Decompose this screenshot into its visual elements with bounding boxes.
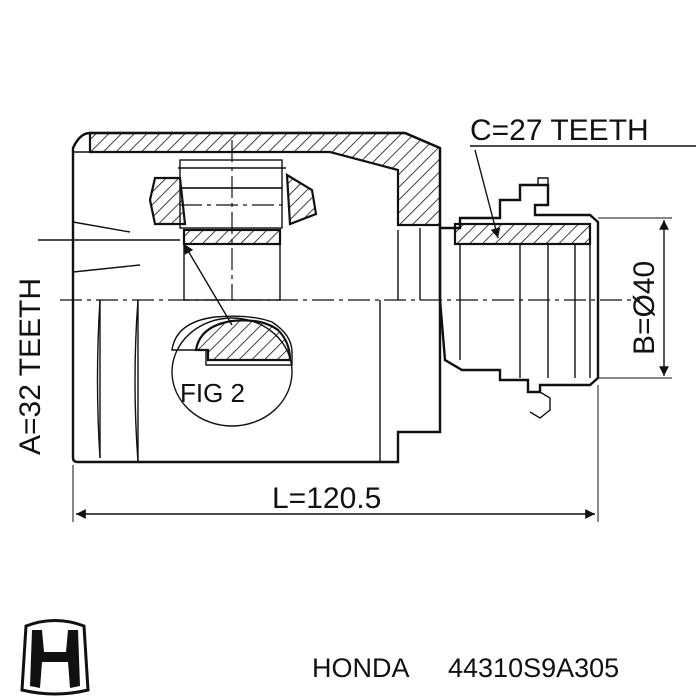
inner-race-detail	[148, 140, 318, 301]
honda-h-logo-icon	[20, 619, 90, 696]
fig2-section	[171, 315, 293, 427]
c-teeth-callout	[470, 145, 696, 239]
a-teeth-label: A=32 TEETH	[14, 278, 47, 455]
b-diameter-label: B=Ø40	[628, 261, 661, 355]
length-label: L=120.5	[272, 482, 381, 515]
part-number: 44310S9A305	[448, 653, 619, 683]
fig2-label: FIG 2	[180, 378, 245, 408]
length-dimension	[72, 385, 599, 522]
a-teeth-callout	[38, 239, 233, 326]
stub-shaft	[438, 177, 600, 419]
c-teeth-label: C=27 TEETH	[470, 114, 649, 147]
joint-housing	[71, 131, 442, 464]
brand-name: HONDA	[312, 653, 410, 683]
b-diameter-dimension	[598, 217, 672, 379]
